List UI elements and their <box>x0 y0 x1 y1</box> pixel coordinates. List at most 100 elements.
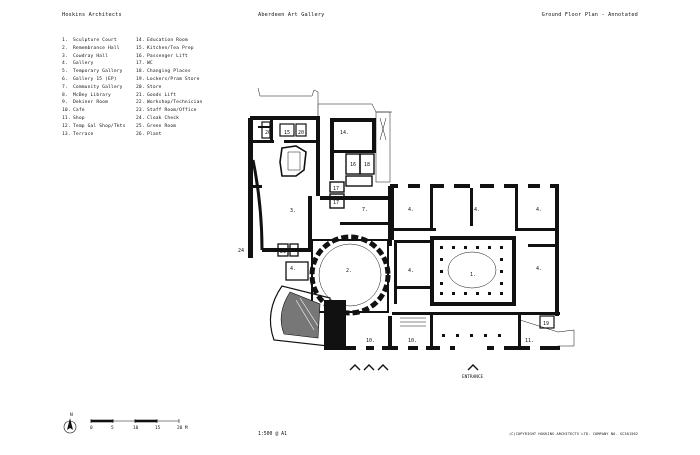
legend-number: 10. <box>62 108 71 114</box>
label-gallery-e: 4. <box>536 266 542 272</box>
legend-item: 20.Store <box>136 84 202 92</box>
legend-item: 15.Kitchen/Tea Prep <box>136 45 202 53</box>
legend-room-name: Cloak Check <box>147 115 180 121</box>
legend-item: 16.Passenger Lift <box>136 53 202 61</box>
label-education-room: 14. <box>340 130 349 136</box>
legend-item: 5. Temporary Gallery <box>62 68 125 76</box>
legend-room-name: Temporary Gallery <box>73 69 123 75</box>
scale-tick-15: 15 <box>155 426 161 431</box>
legend-item: 12.Temp Gal Shop/Tkts <box>62 123 125 131</box>
legend-item: 21.Goods Lift <box>136 92 202 100</box>
project-title: Aberdeen Art Gallery <box>258 12 325 18</box>
legend-room-name: Gallery 15 (EP) <box>73 76 117 82</box>
legend-room-name: Workshop/Technician <box>147 100 203 106</box>
legend-item: 18.Changing Places <box>136 68 202 76</box>
legend-number: 4. <box>62 61 68 67</box>
label-remembrance-hall: 2. <box>346 268 352 274</box>
label-wc-a: 17 <box>333 186 339 192</box>
legend-number: 18. <box>136 69 145 75</box>
label-gallery-b: 4. <box>474 207 480 213</box>
legend-room-name: Sculpture Court <box>73 38 117 43</box>
legend-item: 19.Lockers/Pram Store <box>136 76 202 84</box>
label-cloak-check: 24 <box>238 248 244 254</box>
legend-room-name: Dekiner Room <box>73 100 108 106</box>
legend-room-name: Kitchen/Tea Prep <box>147 45 194 51</box>
legend-number: 6. <box>62 76 68 82</box>
drawing-title: Ground Floor Plan - Annotated <box>541 12 638 18</box>
legend-item: 26.Plant <box>136 131 202 139</box>
legend-room-name: Store <box>147 84 162 90</box>
label-shop: 11. <box>525 338 534 344</box>
legend-item: 22.Workshop/Technician <box>136 99 202 107</box>
legend-room-name: Remembrance Hall <box>73 45 120 51</box>
legend-room-name: Changing Places <box>147 69 191 75</box>
label-wc-b: 17 <box>333 200 339 206</box>
legend-item: 11.Shop <box>62 115 125 123</box>
legend-item: 10.Cafe <box>62 107 125 115</box>
legend-item: 8.McBey Library <box>62 92 125 100</box>
label-cafe-b: 10. <box>408 338 417 344</box>
legend-room-name: Education Room <box>147 38 188 43</box>
legend-number: 13. <box>62 131 71 137</box>
legend-number: 14. <box>136 38 145 43</box>
legend-item: 6. Gallery 15 (EP) <box>62 76 125 84</box>
scale-tick-5: 5 <box>111 426 114 431</box>
legend-number: 16. <box>136 53 145 59</box>
legend-item: 7.Community Gallery <box>62 84 125 92</box>
scale-tick-20: 20 M <box>177 426 188 431</box>
legend-number: 22. <box>136 100 145 106</box>
legend-item: 24.Cloak Check <box>136 115 202 123</box>
label-gallery-a: 4. <box>408 207 414 213</box>
legend-item: 25.Green Room <box>136 123 202 131</box>
legend-room-name: Terrace <box>73 131 94 137</box>
label-sculpture-court: 1. <box>470 272 476 278</box>
legend-number: 17. <box>136 61 145 67</box>
legend-room-name: Shop <box>73 115 85 121</box>
scale-bar <box>90 419 180 423</box>
label-lockers: 19 <box>543 321 549 327</box>
legend-item: 4. Gallery <box>62 60 125 68</box>
legend-item: 2. Remembrance Hall <box>62 45 125 53</box>
label-store: 20 <box>298 130 304 136</box>
label-gallery-c: 4. <box>536 207 542 213</box>
legend-room-name: Temp Gal Shop/Tkts <box>73 123 126 129</box>
legend-room-name: Passenger Lift <box>147 53 188 59</box>
legend-number: 5. <box>62 69 68 75</box>
legend-item: 13.Terrace <box>62 131 125 139</box>
north-arrow-icon <box>63 418 77 434</box>
legend-number: 8. <box>62 92 68 98</box>
legend-room-name: Goods Lift <box>147 92 177 98</box>
label-cafe-a: 10. <box>366 338 375 344</box>
legend-item: 1. Sculpture Court <box>62 37 125 45</box>
scale-tick-10: 10 <box>133 426 139 431</box>
legend-item: 17.WC <box>136 60 202 68</box>
label-goods-lift: 21 <box>280 249 286 255</box>
entrance-label: ENTRANCE <box>462 375 484 380</box>
legend-column-1: 1. Sculpture Court 2. Remembrance Hall 3.Cow… <box>62 37 125 138</box>
legend-number: 24. <box>136 115 145 121</box>
legend-item: 3.Cowdray Hall <box>62 53 125 61</box>
architect-name: Hoskins Architects <box>62 12 122 18</box>
label-gallery-f: 4. <box>290 266 296 272</box>
label-plant: 26 <box>265 130 271 136</box>
legend-number: 23. <box>136 108 145 114</box>
legend-number: 3. <box>62 53 68 59</box>
legend-number: 19. <box>136 76 145 82</box>
legend-item: 9.Dekiner Room <box>62 99 125 107</box>
legend-number: 1. <box>62 38 68 43</box>
legend-number: 26. <box>136 131 145 137</box>
legend-number: 25. <box>136 123 145 129</box>
legend-number: 11. <box>62 115 71 121</box>
legend-room-name: WC <box>147 61 153 67</box>
label-kitchen: 15 <box>284 130 290 136</box>
label-passenger-lift: 16 <box>350 162 356 168</box>
legend-item: 23.Staff Room/Office <box>136 107 202 115</box>
legend-room-name: Gallery <box>73 61 94 67</box>
legend-room-name: Plant <box>147 131 162 137</box>
label-gallery-d: 4. <box>408 268 414 274</box>
legend-room-name: Green Room <box>147 123 177 129</box>
legend-number: 15. <box>136 45 145 51</box>
legend-number: 2. <box>62 45 68 51</box>
